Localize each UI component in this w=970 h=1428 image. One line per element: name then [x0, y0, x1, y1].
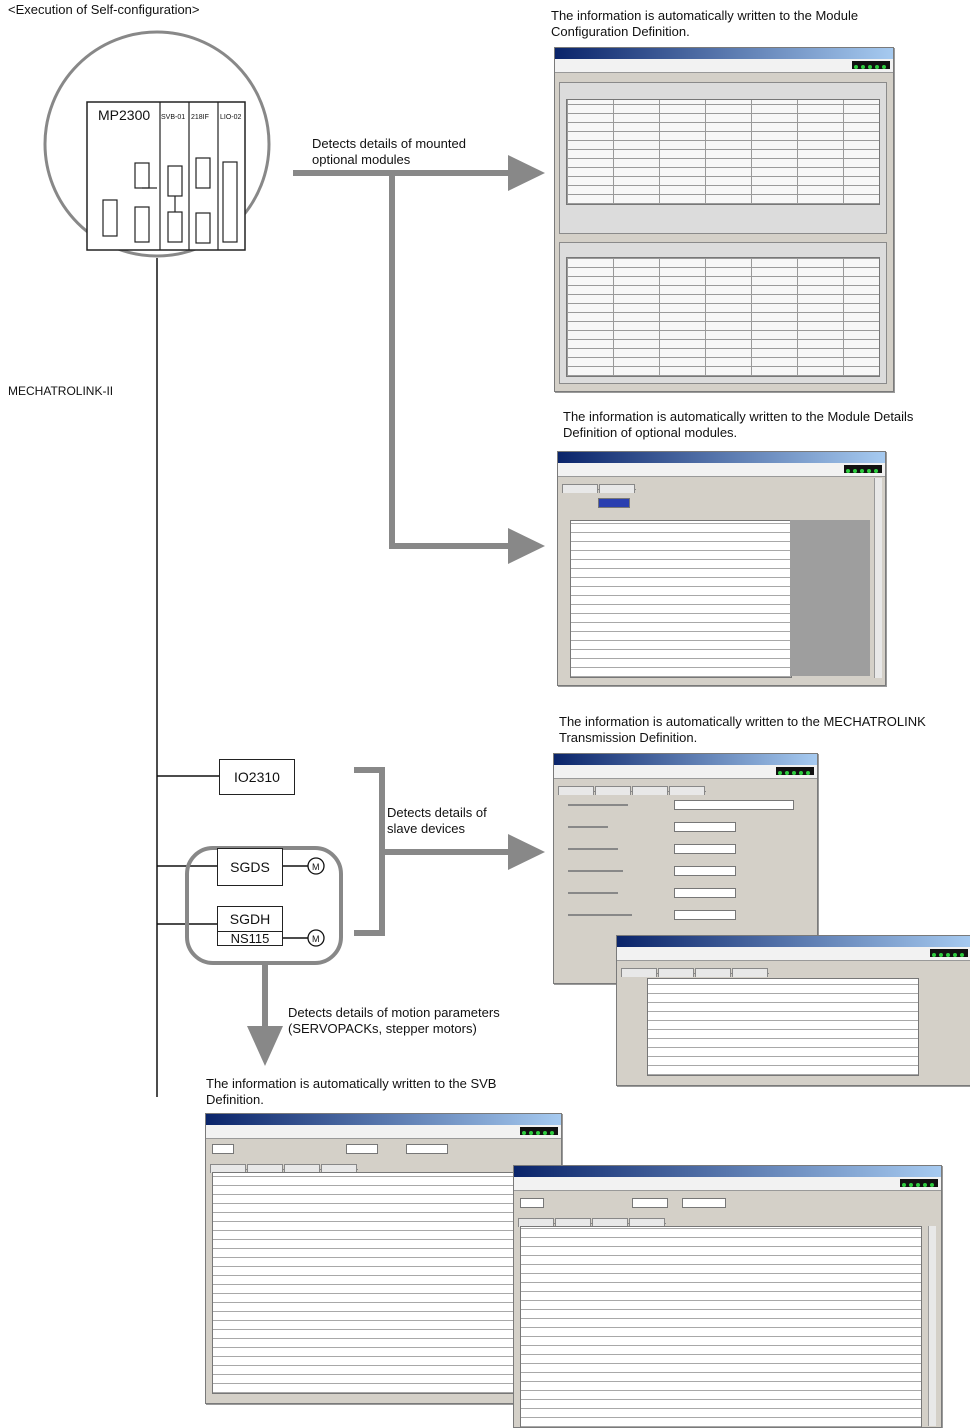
arrow-config-head	[508, 155, 545, 191]
caption-module-config: The information is automatically written…	[551, 8, 859, 39]
link-assignment-screenshot	[616, 935, 970, 1086]
arrow-slave-head	[508, 834, 545, 870]
note-detect-slaves: Detects details of slave devices	[387, 805, 487, 836]
svb-screenshot-front	[513, 1165, 942, 1428]
arrow-details-head	[508, 528, 545, 564]
svb-screenshot-back	[205, 1113, 562, 1404]
module-details-screenshot	[557, 451, 886, 686]
module-lio02: LIO-02	[220, 114, 242, 121]
magnifier-circle	[43, 30, 271, 258]
caption-transmission: The information is automatically written…	[559, 714, 926, 745]
caption-svb: The information is automatically written…	[206, 1076, 497, 1107]
caption-module-details: The information is automatically written…	[563, 409, 914, 440]
note-detect-motion: Detects details of motion parameters (SE…	[288, 1005, 500, 1036]
transmission-screenshot-back	[553, 753, 818, 984]
sgdh-box: SGDH NS115	[217, 906, 283, 946]
io2310-box: IO2310	[219, 759, 295, 795]
motor-icon-2: M	[312, 934, 320, 944]
module-svb01: SVB-01	[161, 114, 186, 121]
note-detect-optional: Detects details of mounted optional modu…	[312, 136, 466, 167]
motor-icon-1: M	[312, 862, 320, 872]
arrow-motion-head	[247, 1026, 283, 1066]
module-218if: 218IF	[191, 114, 209, 121]
network-label: MECHATROLINK-II	[8, 384, 114, 398]
page-heading: <Execution of Self-configuration>	[8, 2, 200, 17]
ns115-label: NS115	[218, 931, 282, 945]
module-config-screenshot	[554, 47, 894, 392]
slave-bracket	[354, 767, 385, 936]
controller-name: MP2300	[98, 107, 151, 123]
sgdh-label: SGDH	[229, 911, 271, 927]
sgds-box: SGDS	[217, 848, 283, 886]
